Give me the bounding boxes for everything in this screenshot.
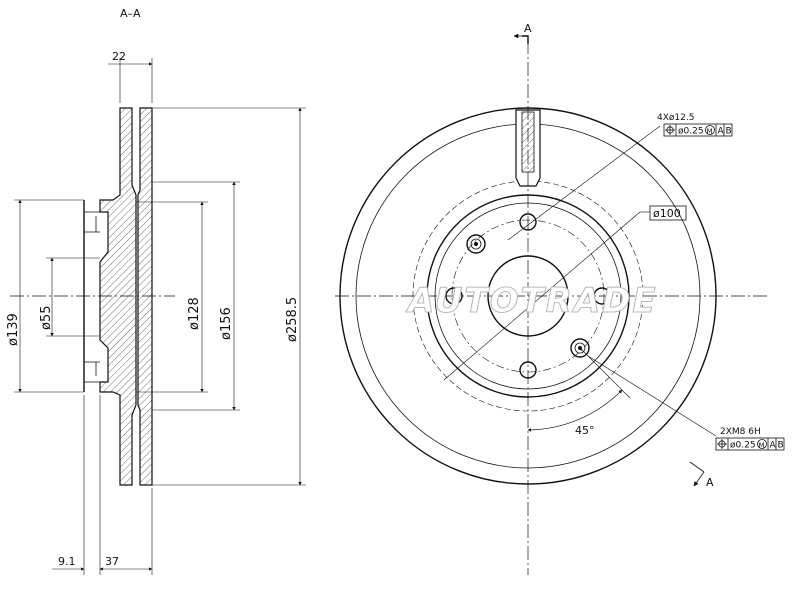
thread-datum-b: B [778,441,784,451]
bolt-callout-leader [507,125,661,241]
dim-d139: ø139 [6,313,21,346]
front-view: A A ø100 4Xø12.5 ø0.25 M A B 2XM8 [335,22,785,575]
pcd-leader [443,211,641,381]
thread-tolerance-value: ø0.25 [730,441,756,451]
dim-offset-b: 37 [105,555,119,568]
thread-tolerance-frame: ø0.25 M A B [715,437,785,451]
dim-d156: ø156 [219,307,234,340]
section-arrow-bottom [689,461,705,473]
dim-offset-a: 9.1 [58,555,76,568]
hub-step-lines [84,211,100,383]
rotor-outer-plate [137,107,153,486]
bolt-datum-b: B [726,127,732,137]
dim-d258: ø258.5 [285,297,300,342]
pcd-box [649,205,687,221]
thread-modifier: M [759,442,765,450]
section-view: A–A 22 ø139 ø55 ø128 ø156 [6,7,306,575]
bolt-datum-a: A [718,127,725,137]
thread-datum-a: A [770,441,777,451]
pcd-label: ø100 [653,207,681,220]
watermark-logo: AUTOTRADE [405,281,658,321]
bolt-modifier: M [707,128,713,136]
dim-d128: ø128 [187,297,202,330]
view-arrow-top-label: A [524,22,532,35]
section-arrow-top [522,35,529,44]
hub-inner-lines [84,231,100,363]
threaded-hole-upper-left [466,234,486,254]
thread-callout-leader [587,355,717,437]
bolt-tolerance-frame: ø0.25 M A B [663,123,733,137]
bolt-tolerance-value: ø0.25 [678,127,704,137]
thread-callout-label: 2XM8 6H [720,427,761,437]
angle-arc [527,389,623,432]
section-label: A–A [120,7,141,20]
rotor-section-hatched [99,107,137,486]
angle-label: 45° [575,424,595,437]
dim-flange-width: 22 [112,50,126,63]
view-arrow-bottom-label: A [706,476,714,489]
dim-d55: ø55 [39,306,54,331]
bolt-callout-label: 4Xø12.5 [657,113,694,123]
